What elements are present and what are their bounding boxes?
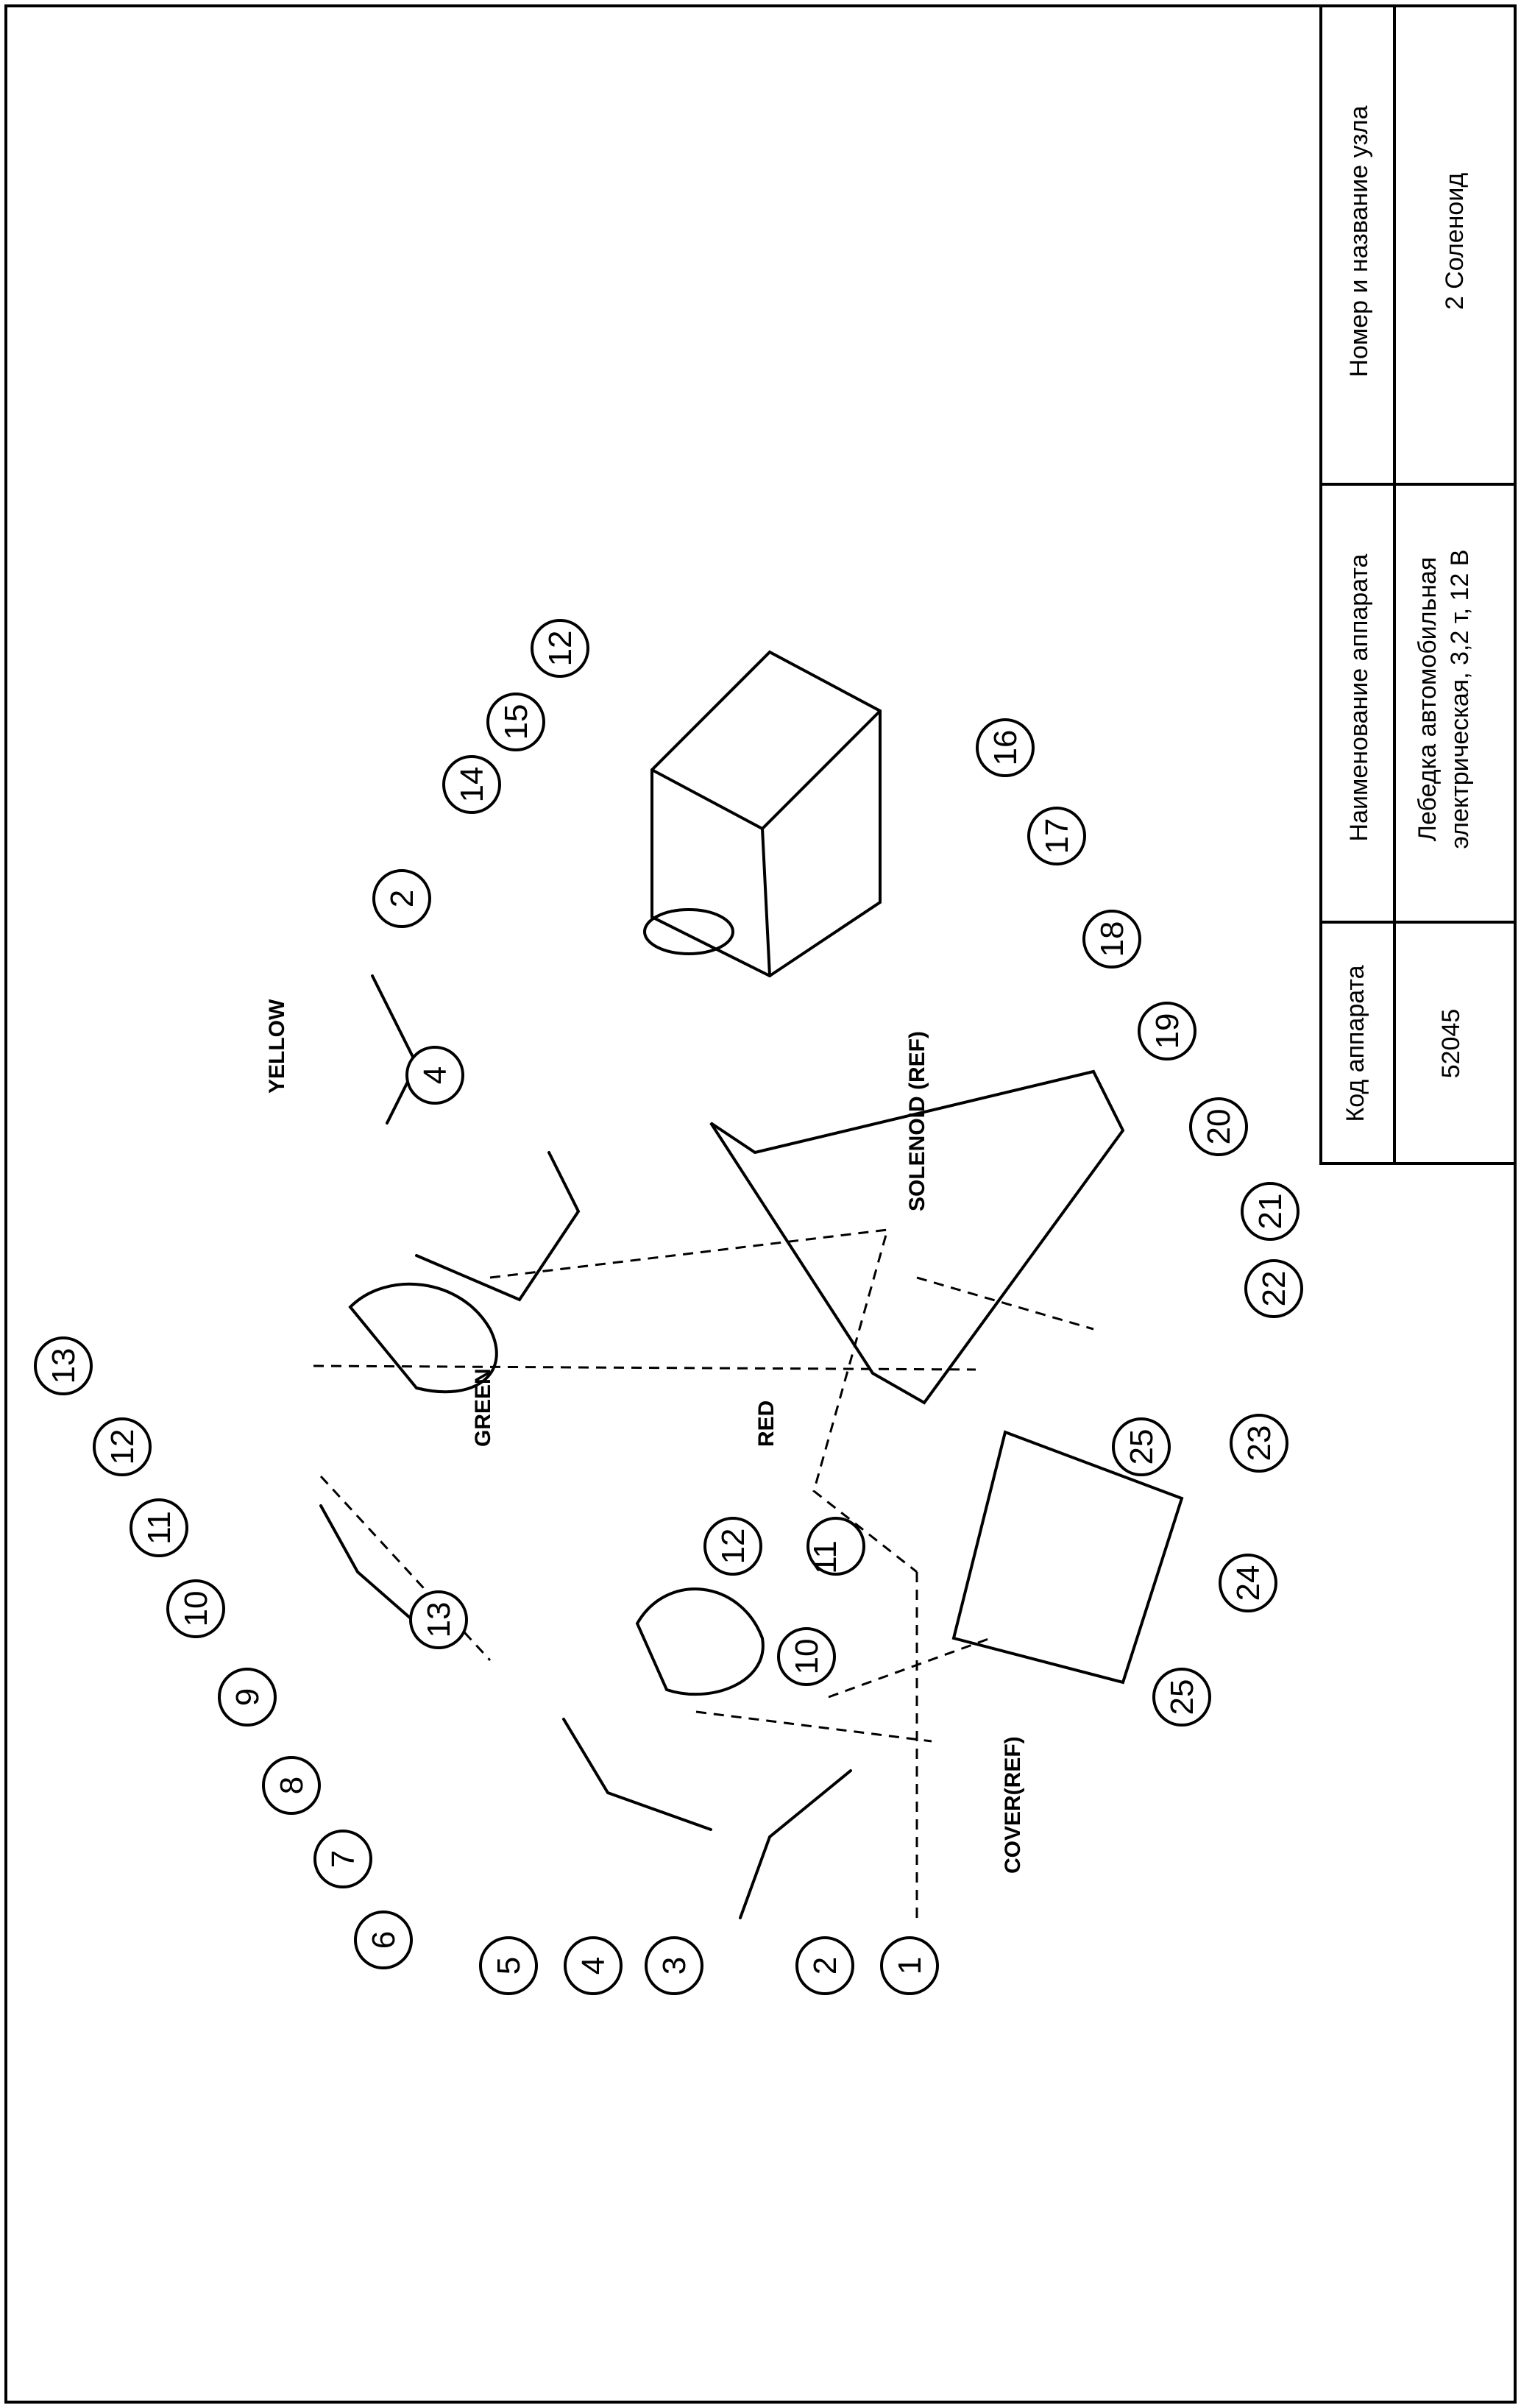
svg-text:13: 13 bbox=[421, 1602, 457, 1638]
callout-3: 3 bbox=[645, 1936, 703, 1995]
callout-1: 1 bbox=[880, 1936, 939, 1995]
callout-16: 16 bbox=[976, 718, 1035, 777]
callout-10-top: 10 bbox=[166, 1579, 225, 1638]
svg-text:7: 7 bbox=[325, 1850, 361, 1868]
svg-text:19: 19 bbox=[1149, 1013, 1185, 1049]
callout-2-bottom: 2 bbox=[795, 1936, 854, 1995]
svg-text:6: 6 bbox=[366, 1931, 402, 1949]
label-green: GREEN bbox=[471, 1368, 495, 1447]
exploded-parts-diagram: 13 12 11 10 9 8 7 6 5 4 3 2 1 13 12 11 1… bbox=[34, 619, 1303, 1995]
svg-text:12: 12 bbox=[104, 1429, 141, 1465]
callout-12-mid: 12 bbox=[703, 1517, 762, 1576]
callout-20: 20 bbox=[1189, 1097, 1248, 1156]
callout-5: 5 bbox=[479, 1936, 538, 1995]
callout-13-mid: 13 bbox=[409, 1590, 468, 1649]
label-red: RED bbox=[754, 1400, 779, 1447]
svg-text:11: 11 bbox=[141, 1511, 177, 1545]
callout-11-mid: 11 bbox=[806, 1517, 865, 1576]
svg-text:2: 2 bbox=[384, 890, 420, 907]
callout-18: 18 bbox=[1082, 910, 1141, 968]
svg-text:1: 1 bbox=[892, 1957, 928, 1975]
col1-header: Код аппарата bbox=[1341, 965, 1369, 1122]
svg-text:3: 3 bbox=[656, 1957, 692, 1975]
callout-19: 19 bbox=[1138, 1002, 1196, 1060]
callout-22: 22 bbox=[1244, 1259, 1303, 1318]
svg-text:12: 12 bbox=[542, 631, 578, 667]
svg-text:2: 2 bbox=[807, 1957, 843, 1975]
callout-11-top: 11 bbox=[130, 1498, 188, 1557]
callout-24: 24 bbox=[1219, 1554, 1277, 1612]
svg-text:4: 4 bbox=[417, 1066, 453, 1084]
callout-8: 8 bbox=[262, 1756, 321, 1815]
svg-text:16: 16 bbox=[988, 730, 1024, 766]
callout-12-top: 12 bbox=[93, 1417, 152, 1476]
col2-header: Наименование аппарата bbox=[1345, 553, 1373, 842]
svg-text:14: 14 bbox=[454, 767, 490, 803]
callout-4: 4 bbox=[564, 1936, 623, 1995]
svg-text:21: 21 bbox=[1252, 1194, 1288, 1230]
label-cover-ref: COVER(REF) bbox=[1001, 1736, 1025, 1874]
callout-10-mid: 10 bbox=[777, 1627, 836, 1686]
svg-text:9: 9 bbox=[230, 1688, 266, 1706]
callout-4-top: 4 bbox=[405, 1046, 464, 1105]
callout-2-top: 2 bbox=[372, 869, 431, 928]
svg-text:25: 25 bbox=[1124, 1429, 1160, 1465]
svg-text:23: 23 bbox=[1241, 1426, 1277, 1462]
col1-value: 52045 bbox=[1437, 1008, 1465, 1079]
svg-text:24: 24 bbox=[1230, 1565, 1266, 1601]
svg-text:25: 25 bbox=[1164, 1679, 1200, 1715]
drawing-frame bbox=[4, 4, 1517, 2404]
svg-text:22: 22 bbox=[1256, 1271, 1292, 1307]
callout-12-box: 12 bbox=[531, 619, 589, 678]
callout-14: 14 bbox=[442, 755, 501, 814]
callout-17: 17 bbox=[1027, 807, 1086, 865]
svg-text:18: 18 bbox=[1094, 921, 1130, 957]
svg-text:13: 13 bbox=[46, 1348, 82, 1384]
callout-23: 23 bbox=[1230, 1414, 1288, 1473]
svg-text:11: 11 bbox=[807, 1540, 843, 1574]
svg-text:12: 12 bbox=[715, 1529, 751, 1565]
svg-text:4: 4 bbox=[575, 1957, 611, 1975]
callout-13-top: 13 bbox=[34, 1336, 93, 1395]
callout-25-right: 25 bbox=[1112, 1417, 1171, 1476]
col3-value: 2 Соленоид bbox=[1441, 172, 1469, 311]
col3-header: Номер и название узла bbox=[1345, 105, 1373, 378]
label-solenoid-ref: SOLENOID (REF) bbox=[905, 1031, 929, 1211]
callout-9: 9 bbox=[218, 1668, 277, 1727]
callout-21: 21 bbox=[1241, 1182, 1300, 1241]
callout-6: 6 bbox=[354, 1911, 413, 1969]
svg-text:20: 20 bbox=[1201, 1109, 1237, 1145]
svg-text:5: 5 bbox=[491, 1957, 527, 1975]
svg-text:10: 10 bbox=[789, 1639, 825, 1675]
svg-text:15: 15 bbox=[498, 704, 534, 740]
svg-text:8: 8 bbox=[274, 1777, 310, 1794]
callout-25-bottom: 25 bbox=[1152, 1668, 1211, 1727]
label-yellow: YELLOW bbox=[265, 999, 289, 1094]
callout-7: 7 bbox=[313, 1830, 372, 1888]
callout-15: 15 bbox=[486, 693, 545, 751]
svg-text:17: 17 bbox=[1039, 818, 1075, 854]
col2-value: Лебедка автомобильная электрическая, 3,2… bbox=[1414, 549, 1474, 849]
svg-text:10: 10 bbox=[178, 1591, 214, 1627]
title-block: Номер и название узла 2 Соленоид Наимено… bbox=[1319, 4, 1517, 1165]
